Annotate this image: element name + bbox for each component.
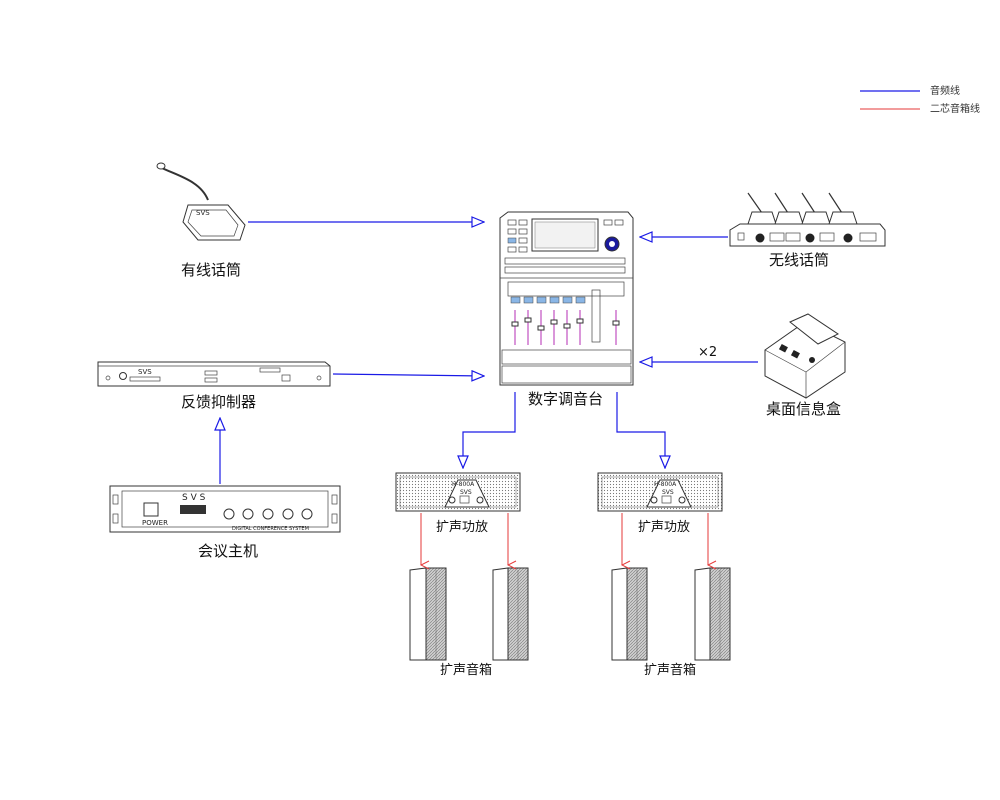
fader-cap-icon [612,320,620,326]
fader-cap-icon [524,317,532,323]
wired-mic-label: 有线话筒 [181,261,241,279]
speaker-icon [409,567,447,661]
amplifier-left-label: 扩声功放 [436,520,488,535]
knob-icon [843,233,853,243]
digital-mixer: 数字调音台 [499,211,634,408]
amp-brand: SVS [460,489,472,496]
fader-cap-icon [563,323,571,329]
fader-cap-icon [550,319,558,325]
host-knobs [223,508,313,520]
knob-icon [242,508,254,520]
host-subtitle: DIGITAL CONFERENCE SYSTEM [232,526,309,532]
rack-unit-body [97,361,331,387]
desktop-info-box-label: 桌面信息盒 [766,400,841,418]
conference-host: POWER S V S DIGITAL CONFERENCE SYSTEM 会议… [109,485,341,560]
knob-icon [755,233,765,243]
mic-base-icon [747,211,777,225]
legend-audio-line-label: 音频线 [930,84,960,97]
mic-capsule-icon [156,162,166,170]
digital-mixer-label: 数字调音台 [528,390,603,408]
speaker-icon [694,567,731,661]
knob-icon [650,496,658,504]
wired-microphone: SVS 有线话筒 [156,162,246,279]
knob-icon [448,496,456,504]
amp-model: H-800A [452,481,475,488]
gooseneck-icon [159,166,209,201]
host-logo: S V S [182,493,206,503]
mic-base-icon [828,211,858,225]
wireless-mic-heads [747,192,858,225]
amplifier-left: H-800A SVS 扩声功放 [395,472,521,535]
power-switch-icon [143,502,159,517]
power-knob-icon [119,372,127,380]
speakers-right-label: 扩声音箱 [644,662,696,678]
desktop-box-multiplier: ×2 [698,345,717,360]
amp-brand: SVS [662,489,674,496]
suppressor-to-mixer-line [332,374,484,376]
speakers-right: 扩声音箱 [611,567,731,678]
connections [220,222,758,565]
mixer-to-amp-right-line [616,392,665,468]
mixer-to-amp-left-line [463,392,516,468]
amp-model: H-800A [654,481,677,488]
knob-icon [678,496,686,504]
host-display-icon [180,505,206,514]
fader-cap-icon [511,321,519,327]
fader-cap-icon [576,318,584,324]
knob-icon [223,508,235,520]
speakers-left: 扩声音箱 [409,567,529,678]
info-box-lid-icon [789,313,839,345]
feedback-suppressor-label: 反馈抑制器 [181,393,256,411]
amplifier-right: H-800A SVS 扩声功放 [597,472,723,535]
knob-icon [282,508,294,520]
speakers-left-label: 扩声音箱 [440,662,492,678]
fader-cap-icon [537,325,545,331]
wireless-microphone: 无线话筒 [729,192,886,269]
mic-base-icon [774,211,804,225]
suppressor-logo: SVS [138,368,152,376]
speaker-icon [611,567,648,661]
amplifier-right-label: 扩声功放 [638,520,690,535]
knob-icon [476,496,484,504]
wireless-mic-label: 无线话筒 [769,251,829,269]
wired-mic-logo: SVS [196,209,210,217]
mixer-top-buttons [504,219,626,274]
knob-icon [301,508,313,520]
legend-speaker-line-label: 二芯音箱线 [930,102,980,115]
mic-base-icon [801,211,831,225]
speaker-icon [492,567,529,661]
mixer-channel-strips [507,281,625,345]
knob-icon [805,233,815,243]
legend: 音频线 二芯音箱线 [860,84,980,115]
conference-host-label: 会议主机 [198,542,258,560]
host-power-text: POWER [142,519,168,527]
feedback-suppressor: SVS 反馈抑制器 [97,361,331,411]
mic-base-icon [182,204,246,241]
desktop-info-box: 桌面信息盒 ×2 [698,313,846,418]
knob-icon [262,508,274,520]
